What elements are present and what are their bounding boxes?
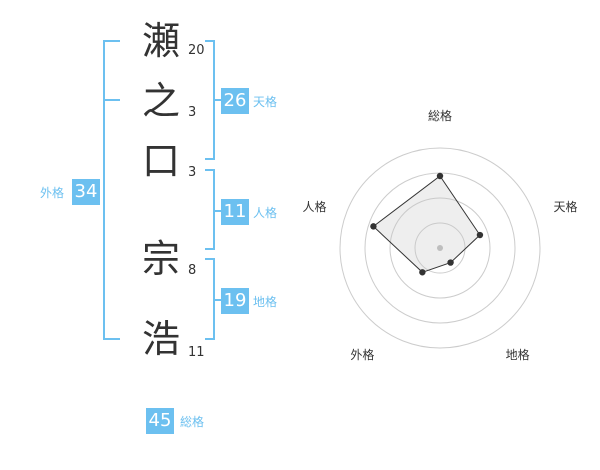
radar-point-5 (370, 223, 377, 230)
name-char-5: 浩 (141, 317, 180, 361)
radar-grid-ring (389, 197, 491, 299)
jinkaku-value: 11 (221, 199, 249, 225)
name-char-3: 口 (141, 139, 180, 183)
radar-axis-label-1: 総格 (428, 108, 452, 123)
stroke-count-2: 3 (188, 105, 197, 120)
soukaku-label: 総格 (180, 415, 205, 429)
stroke-count-1: 20 (188, 43, 205, 58)
stroke-count-3: 3 (188, 165, 197, 180)
radar-axis-label-4: 外格 (350, 347, 374, 362)
radar-grid-ring (339, 147, 541, 349)
tenkaku-value: 26 (221, 88, 249, 114)
name-char-2: 之 (141, 79, 180, 123)
jinkaku-bracket (205, 169, 215, 250)
radar-point-1 (436, 172, 444, 180)
gaikaku-value: 34 (72, 179, 100, 205)
name-char-4: 宗 (141, 237, 180, 281)
name-char-1: 瀬 (141, 19, 180, 63)
stroke-count-5: 11 (188, 345, 205, 360)
jinkaku-label: 人格 (253, 206, 278, 220)
radar-point-4 (419, 269, 426, 276)
radar-axis-label-2: 天格 (554, 199, 578, 214)
radar-axis-label-3: 地格 (506, 347, 530, 362)
radar-data-polygon (372, 175, 481, 273)
radar-point-2 (476, 231, 484, 239)
tenkaku-label: 天格 (253, 95, 278, 109)
gaikaku-label: 外格 (40, 186, 65, 200)
radar-center-dot (437, 245, 443, 251)
chikaku-label: 地格 (253, 295, 278, 309)
radar-point-3 (447, 259, 454, 266)
chikaku-value: 19 (221, 288, 249, 314)
radar-grid-ring (414, 222, 466, 274)
stroke-count-4: 8 (188, 263, 197, 278)
soukaku-value: 45 (146, 408, 174, 434)
gaikaku-bracket (103, 40, 120, 340)
radar-axis-label-5: 人格 (302, 199, 326, 214)
